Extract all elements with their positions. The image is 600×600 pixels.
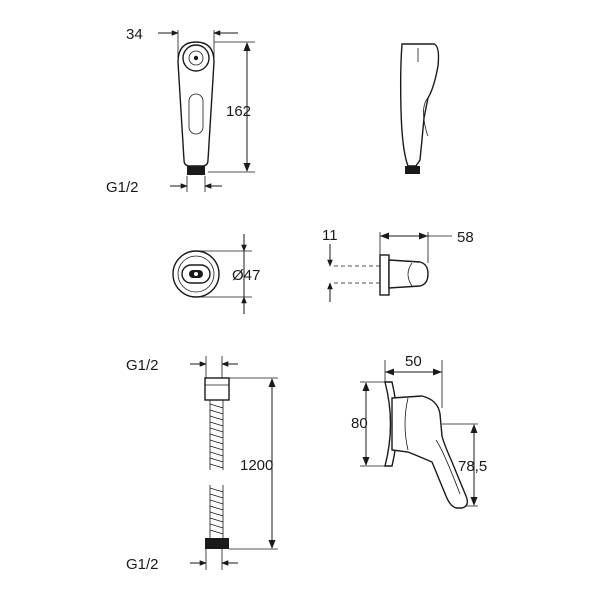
dimension-valve-height: 78,5 bbox=[458, 424, 487, 506]
holder-front-view bbox=[172, 250, 252, 298]
dimension-handset-thread: G1/2 bbox=[106, 179, 222, 196]
holder-offset-label: 11 bbox=[322, 227, 338, 244]
dimension-handset-height: 162 bbox=[226, 42, 251, 172]
handset-height-label: 162 bbox=[226, 103, 251, 120]
dimension-holder-diameter: Ø47 bbox=[232, 234, 260, 314]
holder-diameter-label: Ø47 bbox=[232, 267, 260, 284]
valve-plate-label: 80 bbox=[351, 415, 368, 432]
holder-depth-label: 58 bbox=[457, 229, 474, 246]
handset-front-view bbox=[177, 30, 255, 192]
dimension-holder-depth: 58 bbox=[380, 229, 474, 246]
hose-view bbox=[204, 356, 278, 570]
holder-side-view bbox=[334, 232, 429, 296]
dimension-hose-thread-top: G1/2 bbox=[126, 357, 238, 374]
hose-length-label: 1200 bbox=[240, 457, 273, 474]
handset-side-view bbox=[399, 43, 440, 174]
hose-thread-bottom-label: G1/2 bbox=[126, 556, 159, 573]
dimension-valve-depth: 50 bbox=[385, 353, 442, 376]
valve-height-label: 78,5 bbox=[458, 458, 487, 475]
handset-thread-label: G1/2 bbox=[106, 179, 139, 196]
dimension-hose-thread-bottom: G1/2 bbox=[126, 556, 238, 573]
hose-thread-top-label: G1/2 bbox=[126, 357, 159, 374]
valve-side-view bbox=[360, 360, 478, 509]
handset-width-label: 34 bbox=[126, 26, 143, 43]
dimension-hose-length: 1200 bbox=[240, 378, 276, 549]
valve-depth-label: 50 bbox=[405, 353, 422, 370]
dimension-valve-plate: 80 bbox=[351, 382, 370, 466]
dimension-handset-width: 34 bbox=[126, 26, 238, 43]
dimension-holder-offset: 11 bbox=[322, 227, 338, 302]
